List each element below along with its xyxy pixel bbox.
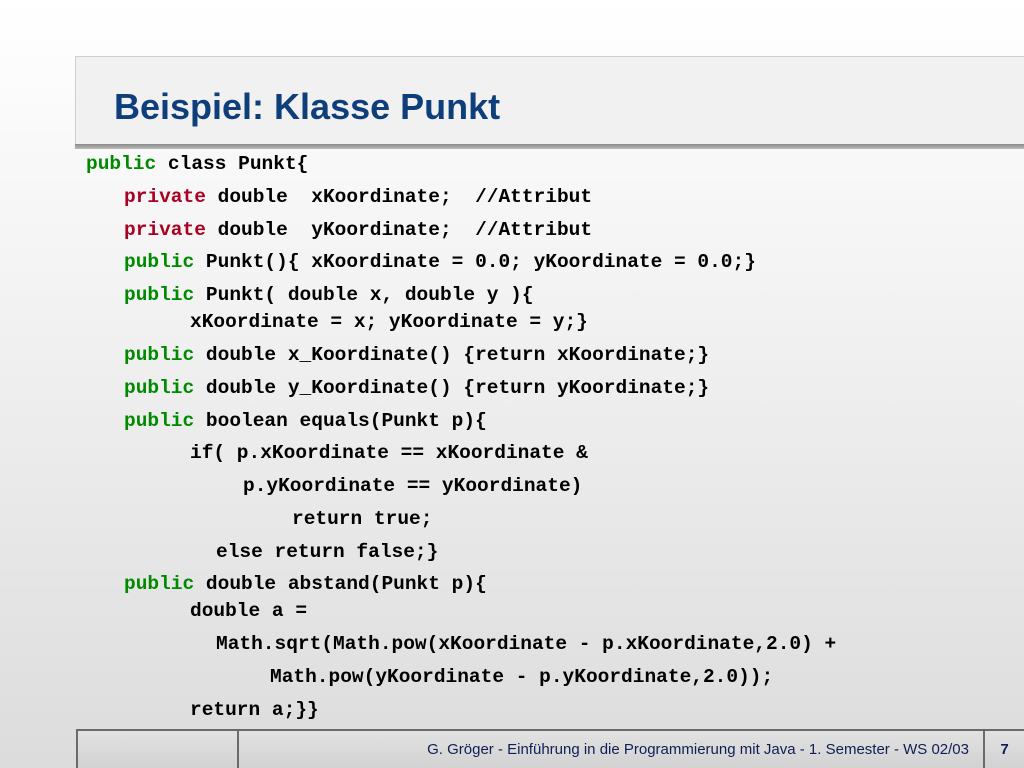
code-text: double y_Koordinate() {return yKoordinat… [194, 377, 710, 399]
keyword: private [124, 219, 206, 241]
code-line: Math.sqrt(Math.pow(xKoordinate - p.xKoor… [216, 632, 836, 656]
keyword: public [124, 573, 195, 595]
code-line: private double xKoordinate; //Attribut [124, 185, 592, 209]
code-line: public double x_Koordinate() {return xKo… [124, 343, 709, 367]
code-text: double x_Koordinate() {return xKoordinat… [194, 344, 710, 366]
code-text: double xKoordinate; //Attribut [205, 186, 593, 208]
page-number: 7 [1000, 741, 1009, 758]
code-text: Math.pow(yKoordinate - p.yKoordinate,2.0… [270, 666, 774, 688]
code-text: xKoordinate = x; yKoordinate = y;} [190, 311, 588, 333]
keyword: public [124, 251, 195, 273]
footer-text: G. Gröger - Einführung in die Programmie… [427, 741, 969, 758]
code-line: public Punkt( double x, double y ){ [124, 283, 534, 307]
footer-left-cell [78, 731, 239, 768]
code-text: Punkt(){ xKoordinate = 0.0; yKoordinate … [194, 251, 756, 273]
code-text: if( p.xKoordinate == xKoordinate & [190, 442, 588, 464]
slide-title: Beispiel: Klasse Punkt [114, 86, 501, 127]
keyword: public [86, 153, 157, 175]
keyword: private [124, 186, 206, 208]
code-line: double a = [190, 599, 307, 623]
code-text: Punkt( double x, double y ){ [194, 284, 534, 306]
code-text: return a;}} [190, 699, 319, 721]
code-line: private double yKoordinate; //Attribut [124, 218, 592, 242]
code-text: double yKoordinate; //Attribut [205, 219, 593, 241]
code-line: return true; [292, 507, 432, 531]
code-text: double abstand(Punkt p){ [194, 573, 487, 595]
code-line: public double y_Koordinate() {return yKo… [124, 376, 709, 400]
keyword: public [124, 284, 195, 306]
code-line: if( p.xKoordinate == xKoordinate & [190, 441, 588, 465]
code-text: else return false;} [216, 541, 439, 563]
code-line: xKoordinate = x; yKoordinate = y;} [190, 310, 588, 334]
code-line: public class Punkt{ [86, 152, 308, 176]
code-text: p.yKoordinate == yKoordinate) [243, 475, 583, 497]
code-line: Math.pow(yKoordinate - p.yKoordinate,2.0… [270, 665, 773, 689]
code-line: return a;}} [190, 698, 319, 722]
slide-footer: G. Gröger - Einführung in die Programmie… [76, 729, 1024, 768]
code-text: return true; [292, 508, 433, 530]
keyword: public [124, 410, 195, 432]
code-line: public boolean equals(Punkt p){ [124, 409, 487, 433]
code-line: p.yKoordinate == yKoordinate) [243, 474, 582, 498]
code-line: public Punkt(){ xKoordinate = 0.0; yKoor… [124, 250, 756, 274]
code-line: public double abstand(Punkt p){ [124, 572, 487, 596]
keyword: public [124, 377, 195, 399]
keyword: public [124, 344, 195, 366]
title-divider [75, 144, 1024, 149]
code-text: boolean equals(Punkt p){ [194, 410, 487, 432]
title-box: Beispiel: Klasse Punkt [75, 56, 1024, 144]
code-text: double a = [190, 600, 308, 622]
footer-center-cell: G. Gröger - Einführung in die Programmie… [239, 731, 985, 768]
code-text: class Punkt{ [156, 153, 309, 175]
code-text: Math.sqrt(Math.pow(xKoordinate - p.xKoor… [216, 633, 837, 655]
code-line: else return false;} [216, 540, 438, 564]
